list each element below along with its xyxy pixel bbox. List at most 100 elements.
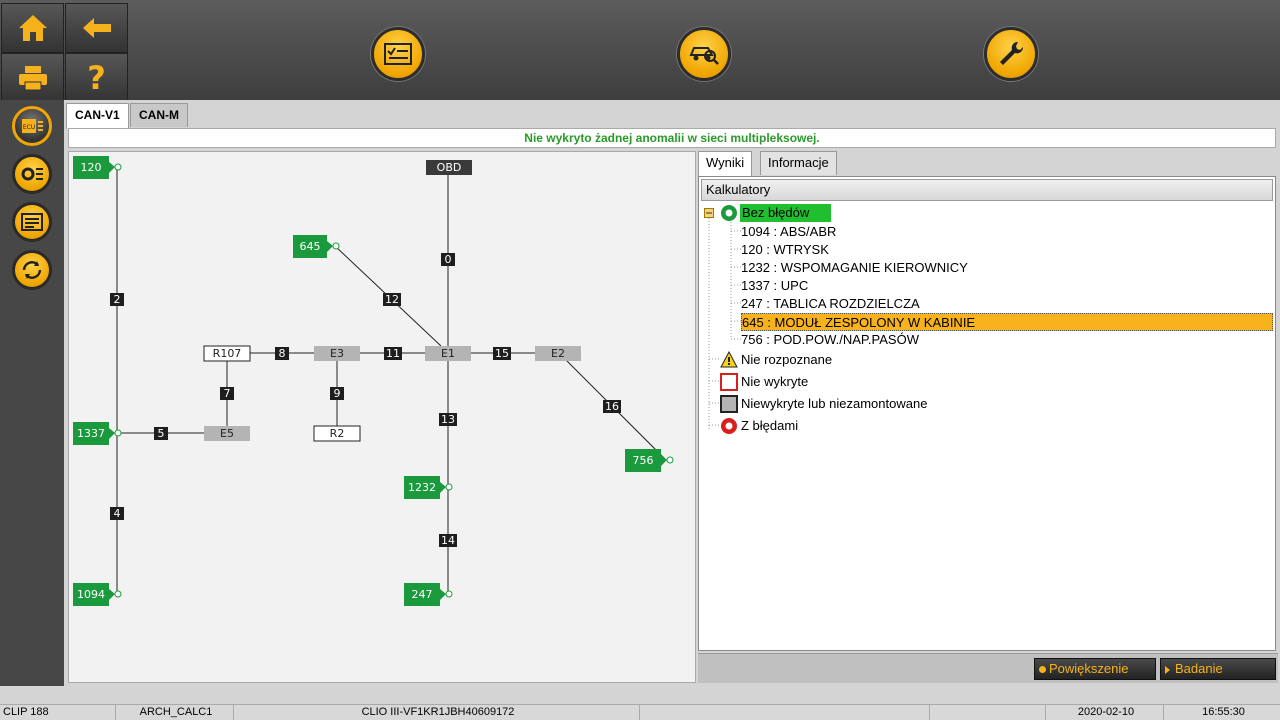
printer-icon [18,66,47,91]
status-bar: CLIP 188 ARCH_CALC1 CLIO III-VF1KR1JBH40… [0,704,1280,720]
statusbar-vehicle: CLIO III-VF1KR1JBH40609172 [234,705,640,720]
wrench-icon [1000,41,1024,65]
red-square-icon [720,373,738,391]
ecu-1337[interactable]: 1337 [73,422,122,445]
junction-e5[interactable]: E5 [204,426,250,441]
svg-text:2: 2 [114,293,121,306]
svg-text:1232: 1232 [408,481,436,494]
panel-button-bar: Powiększenie Badanie [698,653,1278,683]
help-button[interactable]: ? [65,53,128,103]
tree-item-1094[interactable]: 1094 : ABS/ABR [741,224,837,239]
tree-item-247[interactable]: 247 : TABLICA ROZDZIELCZA [741,296,920,311]
link-13: 13 [439,413,457,426]
ecu-645[interactable]: 645 [293,235,340,258]
sidebar-document-button[interactable] [12,202,52,242]
link-11: 11 [384,347,402,360]
junction-e2[interactable]: E2 [535,346,581,361]
link-4: 4 [110,507,124,520]
link-8: 8 [275,347,289,360]
test-button[interactable]: Badanie [1160,658,1276,680]
svg-text:E2: E2 [551,347,565,360]
svg-text:1094: 1094 [77,588,105,601]
svg-text:11: 11 [386,347,400,360]
back-button[interactable] [65,3,128,53]
main-area: CAN-V1 CAN-M Nie wykryto żadnej anomalii… [64,100,1280,686]
sidebar-settings-button[interactable] [12,154,52,194]
resistor-r107[interactable]: R107 [203,345,251,362]
zoom-button[interactable]: Powiększenie [1034,658,1156,680]
tree-item-1337[interactable]: 1337 : UPC [741,278,809,293]
tree-group-not-installed[interactable]: Niewykryte lub niezamontowane [720,395,1040,413]
tab-wyniki[interactable]: Wyniki [698,151,753,177]
tab-can-v1[interactable]: CAN-V1 [66,103,129,129]
statusbar-clip: CLIP 188 [0,705,116,720]
tools-button[interactable] [984,27,1038,81]
test-button-label: Badanie [1175,661,1223,676]
error-status-icon [721,418,737,434]
tab-informacje[interactable]: Informacje [760,151,837,175]
link-16: 16 [603,400,621,413]
ecu-1094[interactable]: 1094 [73,583,122,606]
svg-text:120: 120 [81,161,102,174]
link-2: 2 [110,293,124,306]
top-toolbar: ? [0,0,1280,103]
tree-group-ok-label: Bez błędów [740,204,832,222]
svg-text:13: 13 [441,413,455,426]
tree-header[interactable]: Kalkulatory [701,179,1273,201]
tree-group-unrecognized[interactable]: Nie rozpoznane [720,351,1020,369]
link-0: 0 [441,253,455,266]
svg-text:14: 14 [441,534,455,547]
print-button[interactable] [1,53,64,103]
left-sidebar: ECU [0,100,64,686]
arrow-left-icon [82,18,111,38]
tree-group-not-detected[interactable]: Nie wykryte [720,373,1020,391]
tree-item-120[interactable]: 120 : WTRYSK [741,242,829,257]
junction-e1[interactable]: E1 [425,346,471,361]
svg-text:E1: E1 [441,347,455,360]
ecu-1232[interactable]: 1232 [404,476,453,499]
ecu-120[interactable]: 120 [73,156,122,179]
car-search-icon [689,47,719,65]
svg-text:645: 645 [300,240,321,253]
svg-text:1337: 1337 [77,427,105,440]
tree-group-with-errors[interactable]: Z błędami [720,417,1020,435]
home-icon [18,15,47,41]
tree-item-756[interactable]: 756 : POD.POW./NAP.PASÓW [741,332,919,347]
statusbar-arch: ARCH_CALC1 [116,705,234,720]
checklist-icon [384,43,412,65]
svg-text:R2: R2 [330,427,345,440]
document-icon [21,213,43,231]
tree-item-645[interactable]: 645 : MODUŁ ZESPOLONY W KABINIE [741,313,1273,331]
svg-text:OBD: OBD [437,161,462,174]
collapse-icon[interactable] [704,208,714,218]
ecu-icon: ECU [22,119,43,133]
warning-icon [720,351,738,368]
sidebar-ecu-button[interactable]: ECU [12,106,52,146]
svg-text:E5: E5 [220,427,234,440]
tree-group-not-detected-label: Nie wykryte [741,374,809,389]
checklist-button[interactable] [371,27,425,81]
gear-list-icon [21,167,43,181]
home-button[interactable] [1,3,64,53]
link-7: 7 [220,387,234,400]
ecu-756[interactable]: 756 [625,449,674,472]
tab-can-m[interactable]: CAN-M [130,103,188,127]
vehicle-diagnostic-button[interactable] [677,27,731,81]
bullet-icon [1039,666,1046,673]
calculator-tree: Kalkulatory Bez błęd [698,176,1276,651]
gray-square-icon [720,395,738,413]
statusbar-date: 2020-02-10 [1046,705,1164,720]
tree-item-1232[interactable]: 1232 : WSPOMAGANIE KIEROWNICY [741,260,968,275]
play-arrow-icon [1165,665,1170,674]
resistor-r2[interactable]: R2 [313,425,361,442]
svg-text:5: 5 [158,427,165,440]
obd-connector[interactable]: OBD [426,160,472,175]
statusbar-empty-2 [930,705,1046,720]
sidebar-sync-button[interactable] [12,250,52,290]
ecu-247[interactable]: 247 [404,583,453,606]
svg-text:8: 8 [279,347,286,360]
zoom-button-label: Powiększenie [1049,661,1129,676]
ok-status-icon [721,205,737,221]
svg-text:247: 247 [412,588,433,601]
junction-e3[interactable]: E3 [314,346,360,361]
